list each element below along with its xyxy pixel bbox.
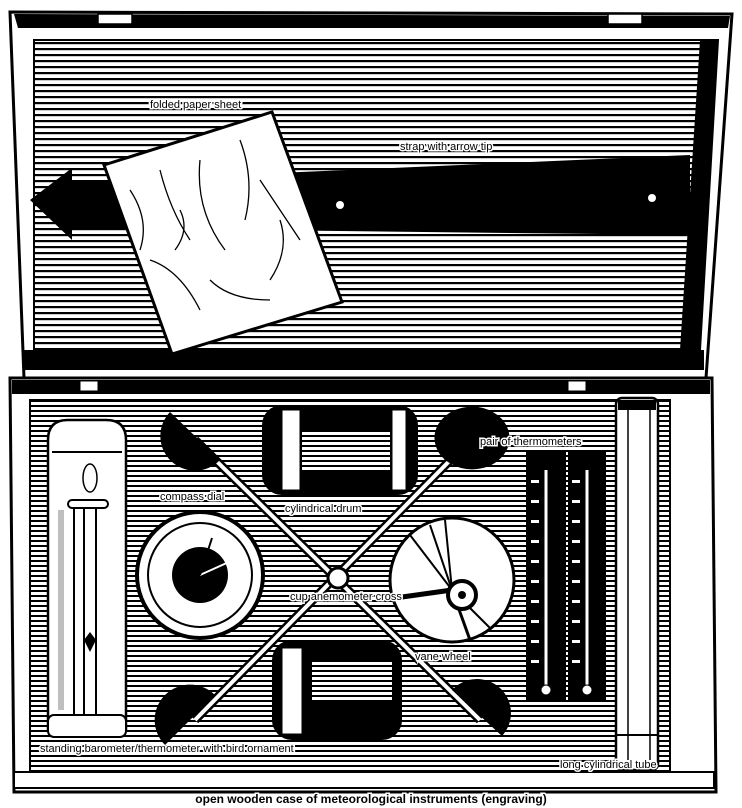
- lid-shadow-edge: [680, 40, 718, 350]
- case-lid: [8, 10, 734, 380]
- box-latch-right: [567, 380, 587, 392]
- box-latch-left: [79, 380, 99, 392]
- long-tube: [614, 396, 660, 772]
- box-top-edge: [12, 380, 710, 394]
- label-compass: compass dial: [160, 491, 224, 503]
- thermometer-pair: [526, 450, 606, 700]
- label-vane-wheel: vane wheel: [415, 651, 471, 663]
- paper-sheet: [102, 110, 344, 356]
- drum-lower: [272, 640, 402, 740]
- lid-top-edge: [14, 14, 730, 28]
- label-drum: cylindrical drum: [285, 503, 361, 515]
- cylindrical-drum: [262, 405, 418, 495]
- lid-hinge-right: [607, 13, 643, 25]
- barometer: [46, 418, 128, 738]
- label-anemometer: cup anemometer cross: [290, 591, 402, 603]
- vane-wheel: [388, 516, 516, 644]
- label-paper-sheet: folded paper sheet: [150, 99, 241, 111]
- label-tube: long cylindrical tube: [560, 759, 657, 771]
- subject-caption: open wooden case of meteorological instr…: [195, 792, 546, 806]
- label-thermometers: pair of thermometers: [480, 436, 582, 448]
- compass-dial: [135, 510, 265, 640]
- lid-bottom-edge: [24, 350, 704, 370]
- lid-hinge-left: [97, 13, 133, 25]
- box-bottom-edge: [13, 771, 715, 789]
- label-strap: strap with arrow tip: [400, 141, 492, 153]
- label-barometer-1: standing barometer/thermometer with bird…: [40, 743, 294, 755]
- anemometer-cross: [154, 406, 511, 745]
- label-barometer: standing barometer/thermometer with bird…: [40, 743, 294, 755]
